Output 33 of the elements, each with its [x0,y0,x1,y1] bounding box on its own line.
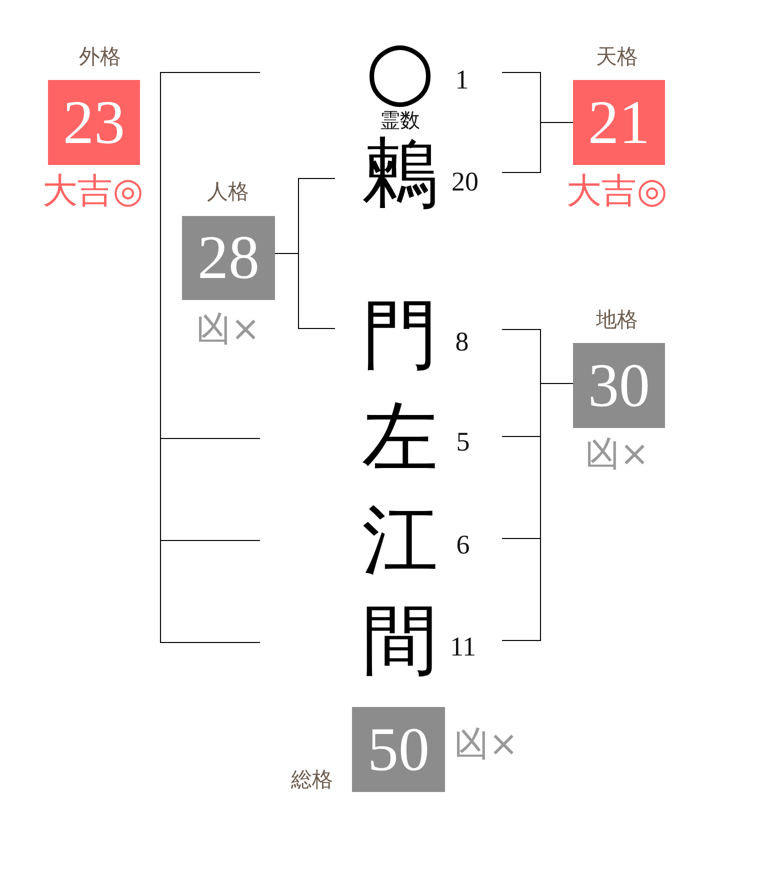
category-label: 外格 [79,46,121,68]
name-character: ○ [365,30,435,110]
category-label: 天格 [596,46,638,68]
score-box [182,216,275,300]
score-number: 23 [63,92,125,154]
fortune-label: 大吉◎ [42,174,144,210]
score-number: 50 [368,718,430,780]
stroke-count: 5 [456,428,470,456]
stroke-count: 1 [455,66,469,94]
score-box [48,80,140,165]
score-number: 30 [588,354,650,416]
stroke-count: 6 [456,532,470,558]
name-character: 江 [362,502,438,578]
stroke-count: 20 [452,168,478,196]
name-character: 左 [362,399,438,475]
category-label: 人格 [207,182,249,202]
score-number: 21 [588,92,650,154]
stroke-count: 11 [450,634,476,660]
annotation-label: 霊数 [380,110,420,130]
fortune-label: 凶× [584,438,650,472]
score-box [352,707,445,792]
stroke-count: 8 [455,328,469,356]
category-label: 総格 [291,770,333,790]
name-character: 鶫 [362,135,438,211]
score-box [573,343,665,428]
name-character: 門 [362,297,438,373]
score-box [573,80,665,165]
fortune-label: 大吉◎ [566,174,668,210]
category-label: 地格 [596,310,638,330]
name-character: 間 [362,602,438,678]
score-number: 28 [198,227,260,289]
fortune-label: 凶× [196,312,260,348]
fortune-label: 凶× [454,728,518,762]
